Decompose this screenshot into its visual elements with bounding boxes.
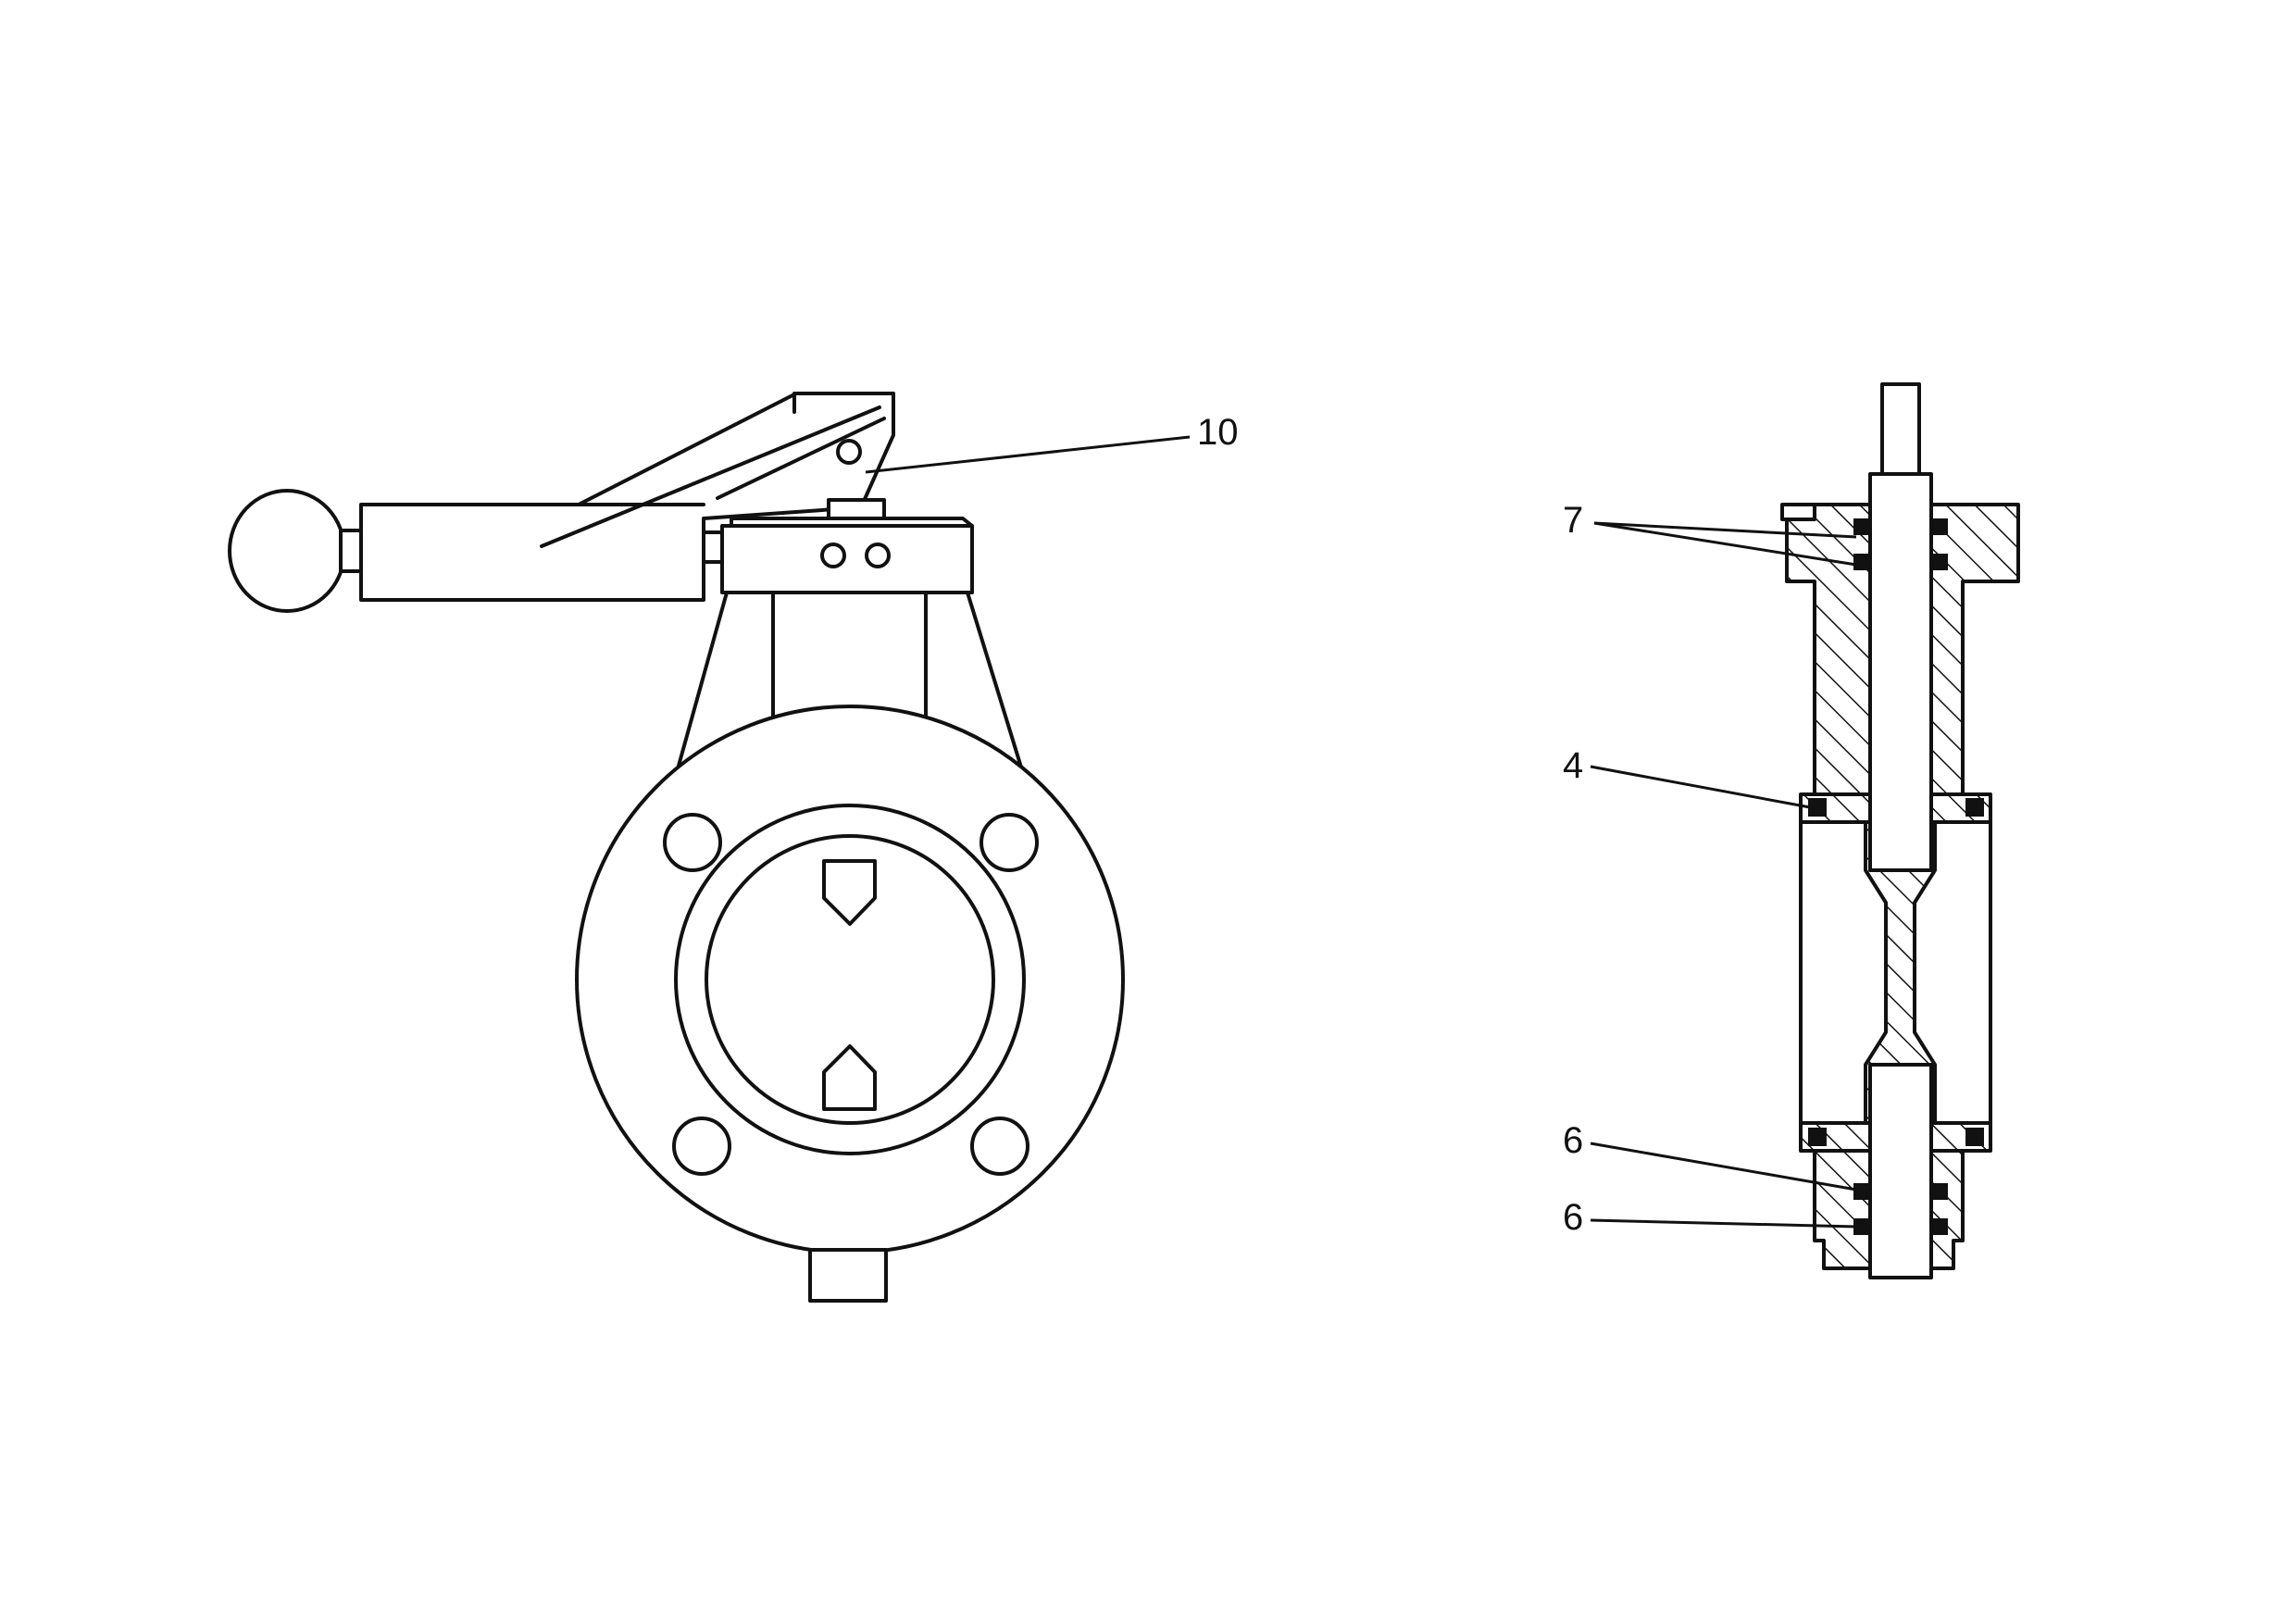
valve-seat <box>674 804 1026 1155</box>
lower-stem <box>1868 1063 1933 1279</box>
callout-label-10: 10 <box>1197 412 1239 453</box>
lower-o-rings <box>1853 1183 1948 1235</box>
handle-lever <box>359 392 895 602</box>
handle-knob <box>228 489 365 613</box>
flange-lip <box>1780 503 1816 521</box>
seat-o-rings <box>1808 798 1984 1146</box>
upper-o-rings <box>1853 518 1948 570</box>
stem-ends <box>822 859 877 1111</box>
section-view <box>1780 382 2020 1279</box>
callout-7: 7 <box>1563 500 1857 567</box>
bolt-holes <box>663 813 1039 1176</box>
callout-label-6a: 6 <box>1563 1120 1583 1161</box>
callout-label-4: 4 <box>1563 745 1583 786</box>
front-view <box>228 392 1125 1303</box>
callout-4: 4 <box>1563 745 1811 809</box>
callout-label-6b: 6 <box>1563 1197 1583 1238</box>
callout-label-7: 7 <box>1563 500 1583 541</box>
callout-6a: 6 <box>1563 1120 1857 1192</box>
upper-stem <box>1868 382 1933 872</box>
top-flange <box>720 524 974 594</box>
callout-6b: 6 <box>1563 1197 1857 1238</box>
callout-10: 10 <box>865 412 1239 474</box>
